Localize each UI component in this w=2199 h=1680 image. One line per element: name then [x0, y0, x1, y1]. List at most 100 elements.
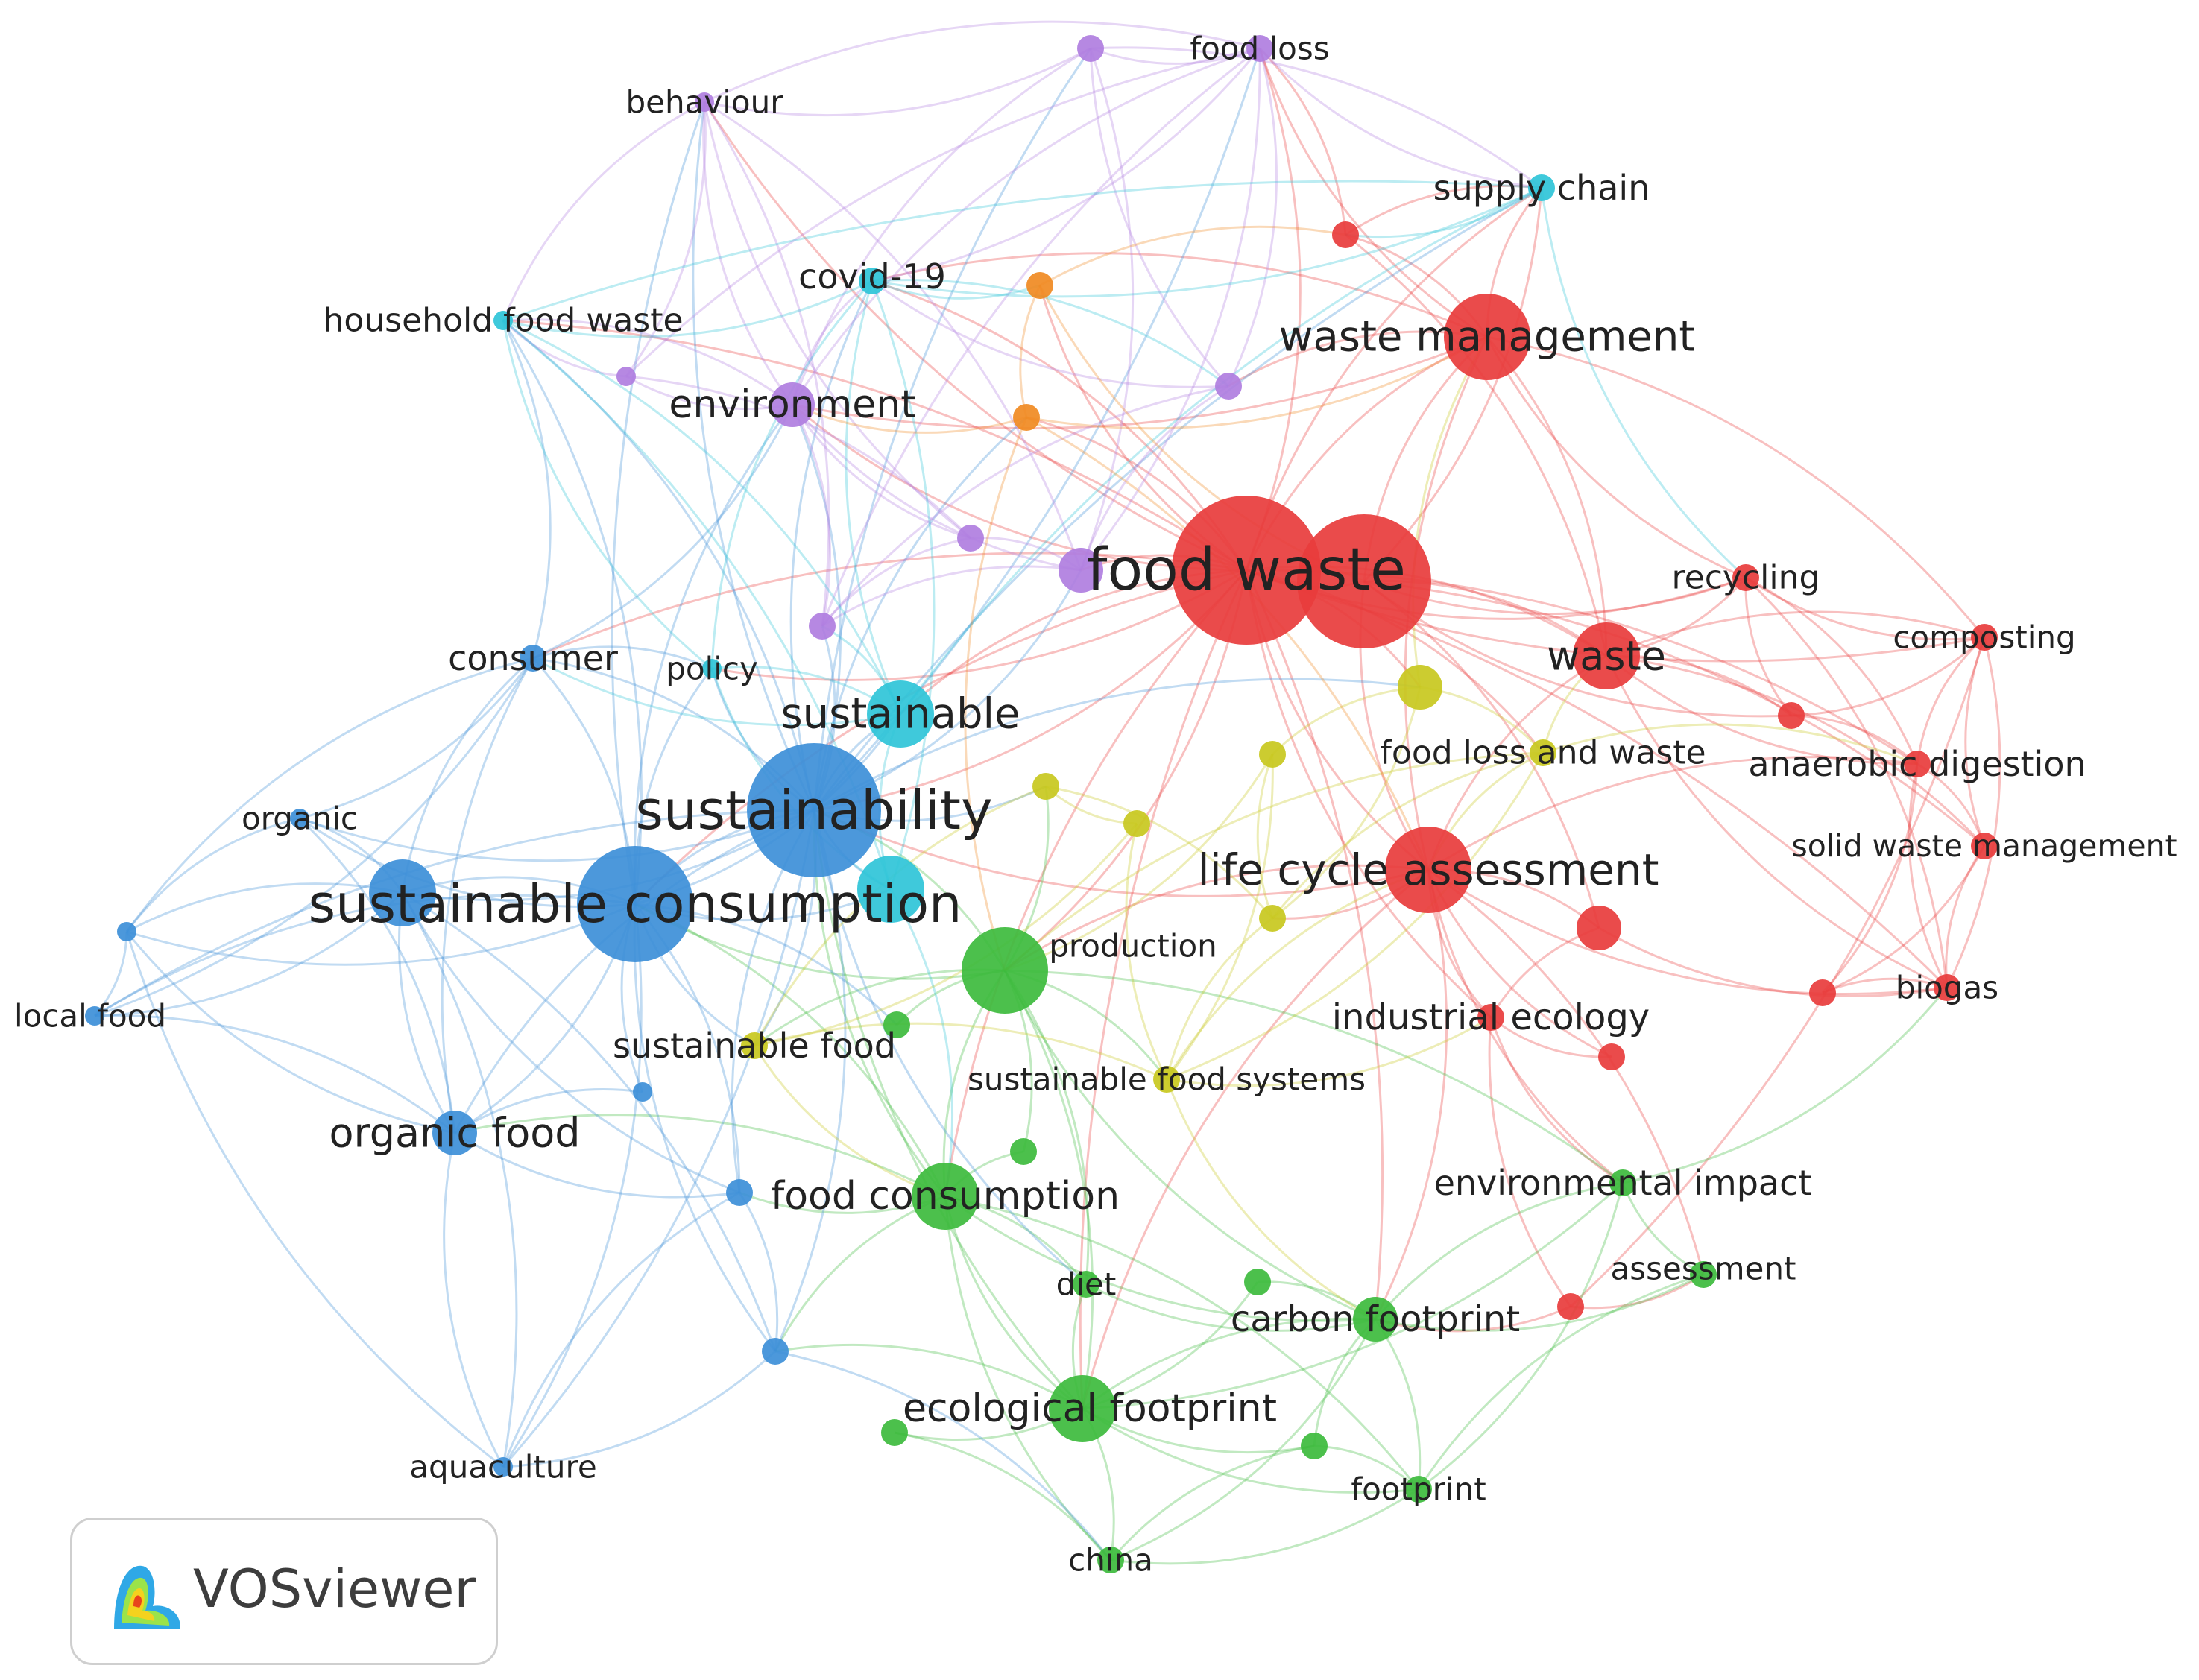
- node-red-c[interactable]: [1598, 1043, 1625, 1070]
- label-waste-management: waste management: [1279, 313, 1696, 361]
- node-green-a[interactable]: [883, 1011, 910, 1038]
- node-food-consumption[interactable]: [912, 1163, 979, 1230]
- edge-food-consumption-carbon-footprint: [944, 1195, 1376, 1322]
- node-behaviour[interactable]: [695, 92, 714, 112]
- node-purple-d[interactable]: [957, 525, 984, 552]
- node-red-d[interactable]: [1809, 979, 1836, 1006]
- node-solid-waste-management[interactable]: [1971, 833, 1998, 859]
- node-sustainable-food-systems[interactable]: [1153, 1066, 1180, 1093]
- node-recycling[interactable]: [1732, 564, 1759, 591]
- edge-environment-purple-d: [791, 404, 971, 540]
- node-sustainable-food[interactable]: [741, 1032, 768, 1059]
- edge-carbon-footprint-diet: [1085, 1283, 1376, 1332]
- edge-life-cycle-assessment-biogas: [1427, 868, 1948, 996]
- vosviewer-watermark: VOSviewer: [70, 1518, 498, 1665]
- node-sustainable[interactable]: [867, 680, 934, 748]
- edge-food-consumption-organic-food: [454, 1114, 946, 1198]
- node-sustainability[interactable]: [747, 743, 881, 877]
- label-recycling: recycling: [1672, 559, 1820, 597]
- edge-sustainability-diet: [813, 809, 1087, 1286]
- edge-food-loss-supply-chain: [1258, 47, 1542, 189]
- edge-life-cycle-assessment-sustainability: [813, 809, 1429, 897]
- node-red-e[interactable]: [1557, 1293, 1584, 1320]
- edge-covid-19-orange-a: [871, 280, 1041, 300]
- node-food-loss[interactable]: [1246, 35, 1273, 62]
- edge-recycling-composting: [1745, 576, 1985, 641]
- label-sustainability: sustainability: [635, 779, 992, 841]
- node-covid-19[interactable]: [859, 268, 886, 294]
- edge-blue-a-blue-c: [126, 882, 403, 933]
- node-composting[interactable]: [1971, 624, 1998, 651]
- node-green-d[interactable]: [881, 1419, 908, 1446]
- node-blue-a[interactable]: [369, 859, 436, 926]
- node-blue-b[interactable]: [726, 1179, 753, 1206]
- node-purple-a[interactable]: [1059, 548, 1103, 593]
- node-food-waste[interactable]: [1172, 496, 1321, 645]
- node-organic[interactable]: [290, 809, 309, 828]
- label-sustainable-consumption: sustainable consumption: [309, 874, 962, 935]
- node-organic-food[interactable]: [432, 1111, 477, 1155]
- node-green-e[interactable]: [1301, 1433, 1328, 1459]
- edge-environmental-impact-footprint: [1418, 1182, 1624, 1491]
- node-local-food[interactable]: [85, 1006, 104, 1026]
- edge-covid-19-household-food-waste: [502, 280, 873, 338]
- node-purple-f[interactable]: [1215, 373, 1242, 400]
- node-purple-c[interactable]: [809, 613, 836, 640]
- edge-environmental-impact-biogas: [1622, 987, 1949, 1184]
- edge-food-loss-behaviour: [704, 20, 1261, 104]
- node-yellow-c[interactable]: [1259, 905, 1286, 932]
- node-red-f[interactable]: [1332, 221, 1359, 248]
- node-blue-e[interactable]: [762, 1338, 789, 1365]
- node-orange-a[interactable]: [1026, 272, 1053, 299]
- edge-composting-red-a: [1791, 636, 1986, 717]
- edge-consumer-local-food: [94, 657, 534, 1017]
- node-green-c[interactable]: [1244, 1269, 1271, 1295]
- node-food-loss-and-waste[interactable]: [1530, 739, 1556, 766]
- node-purple-e[interactable]: [616, 367, 636, 386]
- node-waste-management[interactable]: [1444, 294, 1530, 380]
- node-yellow-e[interactable]: [1259, 741, 1286, 768]
- node-footprint[interactable]: [1405, 1476, 1432, 1503]
- node-waste[interactable]: [1573, 622, 1640, 689]
- node-purple-b[interactable]: [1077, 35, 1104, 62]
- node-ecological-footprint[interactable]: [1049, 1375, 1116, 1442]
- node-aquaculture[interactable]: [493, 1457, 513, 1477]
- label-aquaculture: aquaculture: [409, 1449, 596, 1485]
- node-yellow-d[interactable]: [1123, 810, 1150, 837]
- edge-food-loss-covid-19: [871, 48, 1261, 282]
- node-blue-d[interactable]: [633, 1082, 652, 1102]
- edge-blue-c-aquaculture: [125, 931, 504, 1468]
- node-biogas[interactable]: [1934, 974, 1960, 1001]
- edge-life-cycle-assessment-production: [1004, 864, 1429, 972]
- node-red-b[interactable]: [1577, 906, 1621, 950]
- node-household-food-waste[interactable]: [493, 311, 513, 330]
- node-blue-c[interactable]: [117, 922, 136, 941]
- node-red-a[interactable]: [1778, 702, 1805, 729]
- node-environment[interactable]: [770, 382, 815, 427]
- node-yellow-b[interactable]: [1032, 773, 1059, 800]
- label-diet: diet: [1056, 1266, 1117, 1303]
- node-yellow-a[interactable]: [1398, 665, 1442, 710]
- node-consumer[interactable]: [520, 645, 546, 672]
- node-orange-b[interactable]: [1013, 404, 1040, 431]
- node-carbon-footprint[interactable]: [1353, 1297, 1398, 1342]
- node-china[interactable]: [1097, 1547, 1124, 1573]
- node-anaerobic-digestion[interactable]: [1904, 751, 1931, 777]
- node-cyan-a[interactable]: [857, 856, 924, 923]
- edge-blue-e-china: [774, 1350, 1112, 1561]
- node-policy[interactable]: [702, 659, 722, 678]
- label-sustainable: sustainable: [780, 690, 1020, 739]
- label-footprint: footprint: [1351, 1471, 1486, 1508]
- node-environmental-impact[interactable]: [1609, 1169, 1636, 1196]
- node-supply-chain[interactable]: [1528, 174, 1555, 201]
- node-food-waste-b[interactable]: [1297, 514, 1431, 648]
- node-diet[interactable]: [1073, 1271, 1100, 1298]
- node-life-cycle-assessment[interactable]: [1385, 827, 1471, 913]
- node-green-b[interactable]: [1010, 1138, 1037, 1165]
- edge-production-ecological-footprint: [1003, 970, 1094, 1409]
- node-sustainable-consumption[interactable]: [577, 846, 693, 962]
- node-industrial-ecology[interactable]: [1477, 1004, 1504, 1031]
- node-production[interactable]: [962, 927, 1048, 1014]
- node-assessment[interactable]: [1690, 1261, 1717, 1288]
- edge-china-green-e: [1109, 1444, 1315, 1561]
